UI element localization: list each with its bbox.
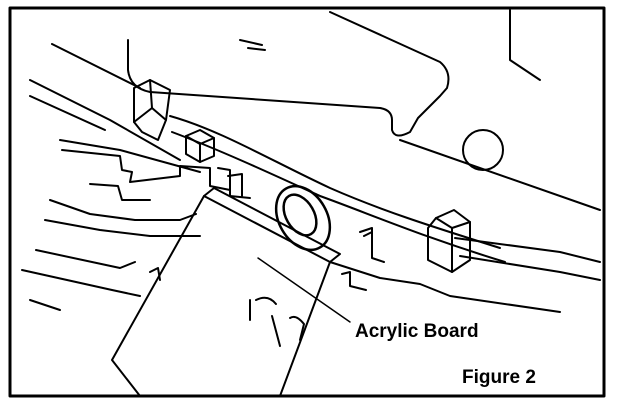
left-bracket-lower-2 xyxy=(44,219,201,237)
cable-right-1 xyxy=(454,237,601,263)
rail-left-1 xyxy=(29,79,181,161)
cable-lower xyxy=(171,131,506,263)
rail-top-left xyxy=(51,43,141,89)
cable-coil-inner xyxy=(282,193,318,237)
housing-detail xyxy=(239,39,266,51)
left-lower-rail-2 xyxy=(21,269,141,297)
connector-block xyxy=(185,129,215,163)
left-bracket-lower xyxy=(49,199,197,221)
left-bracket-step xyxy=(89,183,151,201)
board-detail-3 xyxy=(289,315,305,341)
right-upper-line xyxy=(509,9,541,81)
right-clip-edges xyxy=(435,217,471,273)
slot-left xyxy=(227,173,243,197)
left-clip-edge-2 xyxy=(151,107,167,121)
board-detail-4 xyxy=(271,315,281,347)
lower-slot xyxy=(341,271,367,291)
cable-coil-outer xyxy=(274,184,332,252)
rail-left-3 xyxy=(59,139,201,173)
left-clip xyxy=(133,79,171,141)
cable-upper xyxy=(169,115,501,249)
board-support-left xyxy=(217,167,251,199)
lower-left-tab xyxy=(149,267,161,281)
upper-housing-outline xyxy=(127,11,450,137)
acrylic-board xyxy=(111,195,331,397)
left-lower-rail xyxy=(35,249,136,269)
acrylic-board-top-edge xyxy=(203,187,341,263)
board-detail-1 xyxy=(255,296,277,305)
label-leader-line xyxy=(257,257,351,323)
slot-right xyxy=(363,231,373,237)
figure-caption: Figure 2 xyxy=(462,367,536,388)
left-bracket-top xyxy=(61,149,231,191)
cable-right-2 xyxy=(459,255,601,281)
right-clip xyxy=(427,209,471,273)
acrylic-board-label: Acrylic Board xyxy=(355,321,479,342)
figure-border xyxy=(8,6,606,398)
board-support-right xyxy=(359,227,385,263)
rail-left-2 xyxy=(29,95,106,131)
right-diag-line xyxy=(399,139,601,211)
lower-right-rail xyxy=(329,261,561,313)
left-edge-line xyxy=(29,299,61,311)
